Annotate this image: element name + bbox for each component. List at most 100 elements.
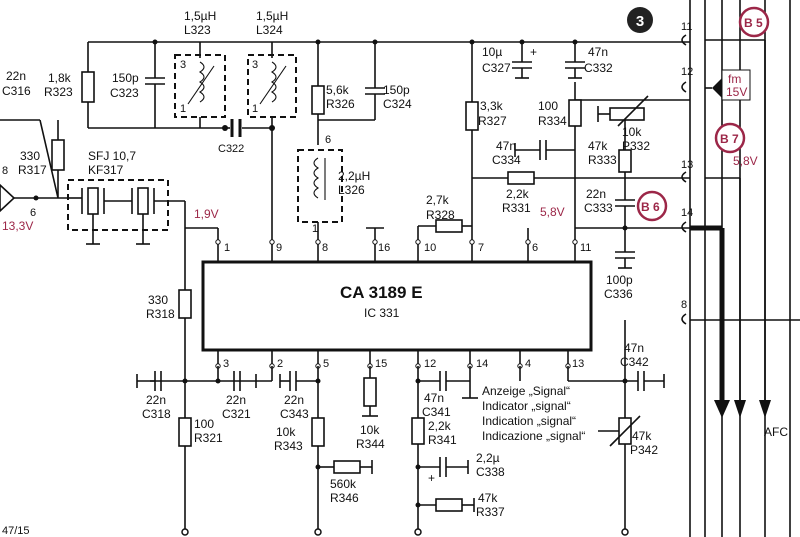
svg-text:10k: 10k	[360, 423, 380, 437]
capacitor-c333: 22n C333	[584, 187, 635, 228]
svg-text:47n: 47n	[624, 341, 644, 355]
resistor-r337: 47k R337	[418, 491, 505, 519]
input-stage: 8 6 13,3V 330 R317	[0, 119, 68, 233]
svg-text:C338: C338	[476, 465, 505, 479]
svg-text:47k: 47k	[478, 491, 498, 505]
bubble-b7: B 7	[714, 122, 746, 154]
svg-text:3: 3	[636, 13, 644, 30]
svg-text:13: 13	[572, 358, 584, 370]
footer-fragment: 47/15	[2, 525, 30, 537]
bubble-b6: B 6	[636, 190, 668, 222]
ic-top-pins: 1 9 8 16 10 7 6 11	[215, 239, 591, 262]
resistor-r328: 2,7k R328	[417, 193, 472, 242]
capacitor-c327: + 10µ C327	[482, 42, 537, 79]
bus-connectors: 11 12 13 14 8	[681, 21, 693, 325]
svg-text:1,8k: 1,8k	[48, 71, 72, 85]
svg-text:15: 15	[375, 358, 387, 370]
fm-15v-label: fm 15V	[705, 69, 751, 101]
svg-text:R343: R343	[274, 439, 303, 453]
svg-text:+: +	[530, 45, 537, 59]
svg-text:R333: R333	[588, 153, 617, 167]
svg-text:47k: 47k	[632, 429, 652, 443]
resistor-r334: 100 R334	[538, 82, 690, 242]
svg-text:Indicazione „signal“: Indicazione „signal“	[482, 429, 585, 443]
resistor-r318: 330 R318	[146, 228, 192, 418]
arrow-down-icon	[714, 400, 730, 418]
svg-text:15V: 15V	[726, 85, 747, 99]
svg-text:C342: C342	[620, 355, 649, 369]
svg-text:Indicator „signal“: Indicator „signal“	[482, 399, 571, 413]
svg-text:1: 1	[224, 242, 230, 254]
capacitor-c336: 100p C336	[604, 228, 635, 301]
svg-text:Anzeige „Signal“: Anzeige „Signal“	[482, 384, 570, 398]
bubble-b5: B 5	[738, 6, 770, 38]
potentiometer-p332: 10k P332	[597, 95, 650, 153]
capacitor-c334: 47n C334	[492, 139, 575, 167]
svg-text:R341: R341	[428, 433, 457, 447]
svg-text:R346: R346	[330, 491, 359, 505]
svg-text:3,3k: 3,3k	[480, 99, 504, 113]
svg-text:12: 12	[424, 358, 436, 370]
svg-text:330: 330	[20, 149, 40, 163]
resistor-r317	[51, 139, 65, 171]
resistor-r341: 2,2k R341	[411, 417, 457, 530]
svg-text:1: 1	[252, 103, 258, 115]
amplifier-icon	[0, 183, 16, 213]
resistor-r327: 3,3k R327	[465, 42, 507, 242]
resistor-r344: 10k R344	[356, 366, 385, 451]
svg-text:47k: 47k	[588, 139, 608, 153]
svg-text:47n: 47n	[496, 139, 516, 153]
svg-text:1: 1	[180, 103, 186, 115]
svg-text:2,7k: 2,7k	[426, 193, 450, 207]
svg-text:10: 10	[424, 242, 436, 254]
arrow-down-icon	[734, 400, 746, 418]
svg-text:22n: 22n	[284, 393, 304, 407]
svg-text:L326: L326	[338, 183, 365, 197]
svg-text:6: 6	[532, 242, 538, 254]
svg-text:C333: C333	[584, 201, 613, 215]
resistor-r321: 100 R321	[178, 417, 223, 530]
section-number-badge: 3	[627, 7, 653, 33]
svg-text:47n: 47n	[588, 45, 608, 59]
svg-text:5,6k: 5,6k	[326, 83, 350, 97]
svg-text:11: 11	[580, 242, 591, 254]
voltage-input: 13,3V	[2, 219, 33, 233]
svg-text:KF317: KF317	[88, 163, 124, 177]
indicator-signal-label: Anzeige „Signal“ Indicator „signal“ Indi…	[482, 384, 585, 443]
supply-arrow-icon	[712, 78, 722, 98]
svg-text:Indication „signal“: Indication „signal“	[482, 414, 576, 428]
connector-11	[681, 34, 687, 46]
capacitor-c341: 47n C341	[422, 371, 470, 419]
svg-text:100: 100	[194, 417, 214, 431]
ic-name: CA 3189 E	[340, 283, 423, 302]
capacitor-c342: 47n C342	[620, 341, 665, 391]
voltage-rail13: 5,8V	[733, 154, 758, 168]
connector-14-label: 14	[681, 207, 693, 219]
svg-text:1,5µH: 1,5µH	[184, 9, 216, 23]
capacitor-c321: 22n C321	[222, 371, 257, 421]
svg-text:10k: 10k	[622, 125, 642, 139]
svg-text:R326: R326	[326, 97, 355, 111]
inductor-l323: 3 1 1,5µH L323	[174, 9, 226, 118]
svg-text:150p: 150p	[383, 83, 410, 97]
potentiometer-p342: 47k P342	[598, 415, 658, 530]
svg-text:560k: 560k	[330, 477, 357, 491]
ic-ca3189e: CA 3189 E IC 331	[201, 260, 593, 352]
resistor-r323: 1,8k R323	[44, 71, 95, 103]
svg-text:100: 100	[538, 99, 558, 113]
svg-text:8: 8	[322, 242, 328, 254]
svg-text:10µ: 10µ	[482, 45, 502, 59]
connector-13	[681, 171, 687, 183]
resistor-r333: 47k R333	[588, 132, 632, 190]
resistor-r331: 2,2k R331	[472, 171, 690, 215]
svg-text:L323: L323	[184, 23, 211, 37]
connector-13-label: 13	[681, 159, 693, 171]
svg-text:6: 6	[325, 134, 331, 146]
svg-text:C324: C324	[383, 97, 412, 111]
svg-text:22n: 22n	[226, 393, 246, 407]
svg-text:2,2k: 2,2k	[428, 419, 452, 433]
svg-text:2: 2	[277, 358, 283, 370]
svg-text:5: 5	[323, 358, 329, 370]
inductor-l326: 6 1 2,2µH L326	[297, 134, 370, 235]
